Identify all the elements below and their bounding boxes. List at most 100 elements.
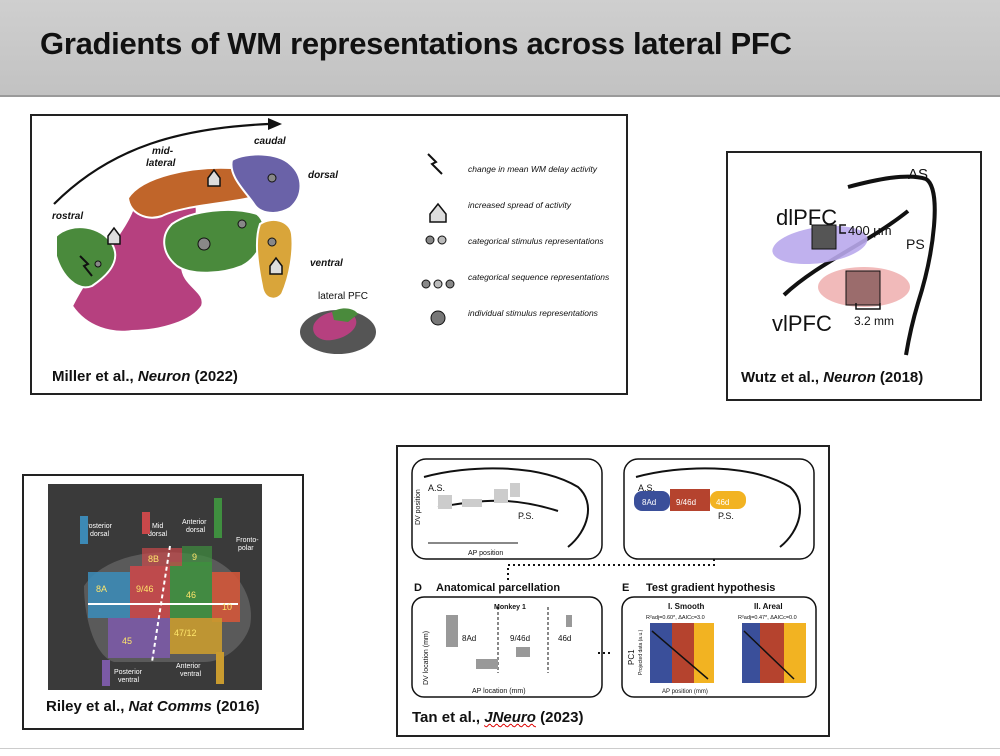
area-label: 9/46d — [676, 498, 696, 507]
categorical-stimulus-icon — [437, 235, 447, 245]
area-45 — [108, 618, 170, 658]
grid-patch — [446, 615, 458, 647]
tan-box-top-right — [623, 458, 815, 560]
area-9 — [182, 546, 212, 566]
area-46d-patch — [710, 491, 746, 509]
title-bar: Gradients of WM representations across l… — [0, 0, 1000, 97]
electrode-array-dorsal — [811, 224, 837, 250]
area-946 — [130, 566, 170, 618]
area-label: 10 — [222, 602, 232, 612]
area-label: 8Ad — [462, 634, 476, 643]
areal-fit — [743, 630, 795, 680]
electrode-array-ventral — [845, 270, 881, 306]
area-946d-patch — [670, 489, 710, 511]
label-ps: P.S. — [718, 511, 734, 521]
spread-icon — [107, 226, 121, 245]
area-10 — [212, 572, 240, 622]
miller-citation: Miller et al., Neuron (2022) — [52, 368, 238, 385]
grid-patch — [516, 647, 530, 657]
label-posterior-dorsal: Posterior — [84, 523, 113, 530]
area-label: 46 — [186, 590, 196, 600]
label-caudal: caudal — [254, 136, 286, 147]
label-scale-large: 3.2 mm — [854, 314, 894, 328]
label-as: A.S. — [638, 483, 655, 493]
bar-inset — [142, 512, 150, 534]
tan-figure: A.S. P.S. DV position AP position A.S. P… — [411, 458, 817, 698]
panel-d-subtitle: Monkey 1 — [494, 604, 526, 611]
label-ps: P.S. — [518, 511, 534, 521]
rostral-caudal-arrow — [53, 122, 269, 205]
lightning-icon — [427, 153, 443, 175]
areal-stats: R²adj=0.47*, ΔAICc=0.0 — [738, 615, 797, 621]
arrow-head — [268, 118, 282, 130]
label-lateral: lateral — [146, 158, 176, 169]
axis-tick: 2 — [36, 520, 40, 526]
svg-text:ventral: ventral — [118, 677, 139, 684]
area-8ad-patch — [634, 491, 670, 511]
riley-figure: 8B 9 8A 9/46 46 10 45 47/12 Posterior do… — [36, 484, 262, 690]
label-ps: PS — [906, 236, 925, 252]
bar-inset — [216, 652, 224, 684]
smooth-yellow — [694, 623, 714, 683]
wutz-figure: AS PS dlPFC vlPFC 400 μm 3.2 mm — [772, 166, 937, 356]
xlabel: AP position — [468, 550, 503, 557]
label-mid: mid- — [152, 146, 174, 157]
stim-icon — [267, 173, 277, 183]
projected-label: Projected data (a.u.) — [638, 629, 644, 675]
area-8b — [142, 548, 182, 566]
inset-regions-2 — [332, 308, 358, 322]
categorical-sequence-icon — [433, 279, 443, 289]
ylabel: DV position — [415, 489, 422, 525]
bar-inset — [214, 498, 222, 538]
grid-patch — [510, 483, 520, 497]
panel-e-letter: E — [622, 582, 629, 594]
inset-label: lateral PFC — [318, 291, 368, 302]
grid-patch — [462, 499, 482, 507]
area-label: 45 — [122, 636, 132, 646]
panel-e-box — [621, 596, 817, 698]
flow-arrow — [507, 559, 715, 583]
panel-d-letter: D — [414, 582, 422, 594]
axis-tick: 6 — [36, 500, 40, 506]
scale-bar-small — [839, 224, 846, 234]
area-label: 46d — [558, 634, 571, 643]
categorical-sequence-icon — [445, 279, 455, 289]
label-posterior-ventral: Posterior — [114, 669, 143, 676]
label-scale-small: 400 μm — [848, 223, 892, 238]
scale-bar-large — [855, 303, 881, 310]
legend-item-3: categorical sequence representations — [468, 272, 610, 282]
riley-citation: Riley et al., Nat Comms (2016) — [46, 698, 260, 715]
bar-inset — [102, 660, 110, 686]
brain-contour — [423, 467, 589, 548]
label-frontopolar: Fronto- — [236, 537, 259, 544]
area-label: 46d — [716, 498, 729, 507]
spread-icon — [429, 202, 447, 223]
label-ventral: ventral — [310, 258, 343, 269]
svg-text:ventral: ventral — [180, 671, 201, 678]
panel-d-xlabel: AP location (mm) — [472, 688, 526, 695]
smooth-fit — [651, 630, 709, 680]
label-dorsal: dorsal — [308, 170, 338, 181]
pc1-label: PC1 — [627, 649, 636, 665]
areal-title: II. Areal — [754, 602, 783, 611]
panel-e-xlabel: AP position (mm) — [662, 689, 708, 695]
area-label: 9/46d — [510, 634, 530, 643]
svg-text:dorsal: dorsal — [90, 531, 110, 538]
bar-inset — [80, 516, 88, 544]
label-as: A.S. — [428, 483, 445, 493]
spread-icon — [269, 256, 283, 275]
grid-patch — [438, 495, 452, 509]
area-46 — [170, 562, 212, 618]
stim-icon — [237, 219, 247, 229]
areal-red — [760, 623, 784, 683]
stim-icon — [94, 260, 102, 268]
grid-patch — [476, 659, 498, 669]
label-rostral: rostral — [52, 211, 83, 222]
legend-item-0: change in mean WM delay activity — [468, 164, 598, 174]
region-green-mid — [163, 208, 266, 274]
region-purple — [230, 153, 302, 214]
label-anterior-ventral: Anterior — [176, 663, 201, 670]
area-label: 8A — [96, 584, 107, 594]
label-vlpfc: vlPFC — [772, 311, 832, 336]
wutz-panel: AS PS dlPFC vlPFC 400 μm 3.2 mm Wutz et … — [726, 151, 982, 401]
